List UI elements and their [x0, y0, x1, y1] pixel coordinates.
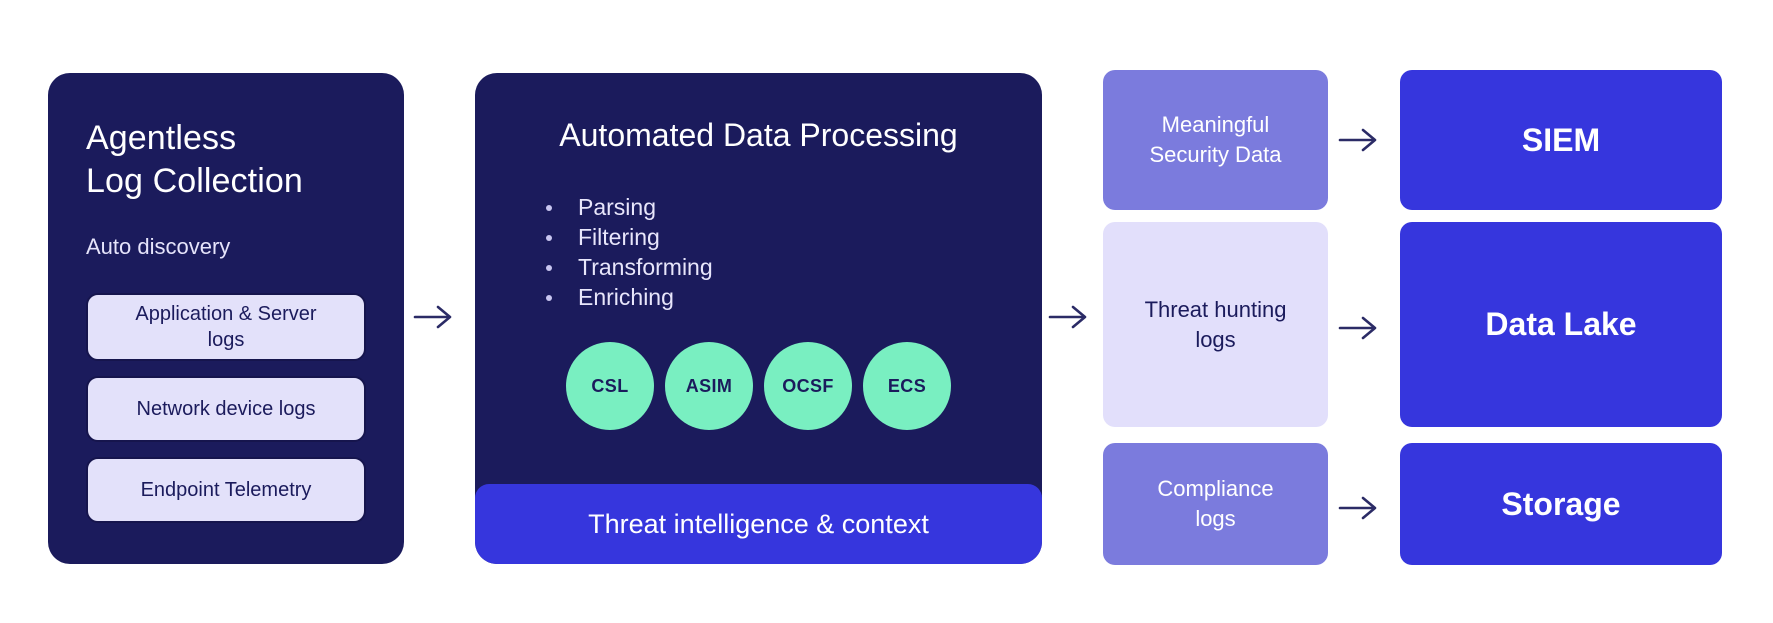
- threat-intelligence-context-bar[interactable]: Threat intelligence & context: [475, 484, 1042, 564]
- output-box-meaningful-security-data[interactable]: Meaningful Security Data: [1103, 70, 1328, 210]
- destination-box-storage[interactable]: Storage: [1400, 443, 1722, 565]
- schema-badge-ecs[interactable]: ECS: [863, 342, 951, 430]
- collection-title: Agentless Log Collection: [86, 119, 303, 200]
- arrow-right-icon-outputs-to-storage: [1336, 491, 1382, 525]
- output-box-threat-hunting-logs[interactable]: Threat hunting logs: [1103, 222, 1328, 427]
- schema-circle-row: CSL ASIM OCSF ECS: [475, 342, 1042, 430]
- processing-step-list: Parsing Filtering Transforming Enriching: [543, 193, 1042, 312]
- processing-title: Automated Data Processing: [559, 117, 958, 153]
- log-source-list: Application & Server logs Network device…: [86, 293, 366, 523]
- processing-step-parsing: Parsing: [543, 193, 1042, 222]
- processing-step-filtering: Filtering: [543, 223, 1042, 252]
- processing-step-enriching: Enriching: [543, 283, 1042, 312]
- arrow-right-icon-outputs-to-data-lake: [1336, 311, 1382, 345]
- arrow-right-icon-processing-to-outputs: [1046, 300, 1092, 334]
- arrow-right-icon-collection-to-processing: [411, 300, 457, 334]
- schema-badge-asim[interactable]: ASIM: [665, 342, 753, 430]
- automated-data-processing-panel: Automated Data Processing Parsing Filter…: [475, 73, 1042, 564]
- agentless-log-collection-panel: Agentless Log Collection Auto discovery …: [48, 73, 404, 564]
- output-box-compliance-logs[interactable]: Compliance logs: [1103, 443, 1328, 565]
- arrow-right-icon-outputs-to-siem: [1336, 123, 1382, 157]
- log-source-application-server[interactable]: Application & Server logs: [86, 293, 366, 361]
- log-source-endpoint-telemetry[interactable]: Endpoint Telemetry: [86, 457, 366, 523]
- log-source-network-device[interactable]: Network device logs: [86, 376, 366, 442]
- collection-subtitle: Auto discovery: [86, 234, 231, 259]
- processing-step-transforming: Transforming: [543, 253, 1042, 282]
- schema-badge-ocsf[interactable]: OCSF: [764, 342, 852, 430]
- destination-box-siem[interactable]: SIEM: [1400, 70, 1722, 210]
- schema-badge-csl[interactable]: CSL: [566, 342, 654, 430]
- destination-box-data-lake[interactable]: Data Lake: [1400, 222, 1722, 427]
